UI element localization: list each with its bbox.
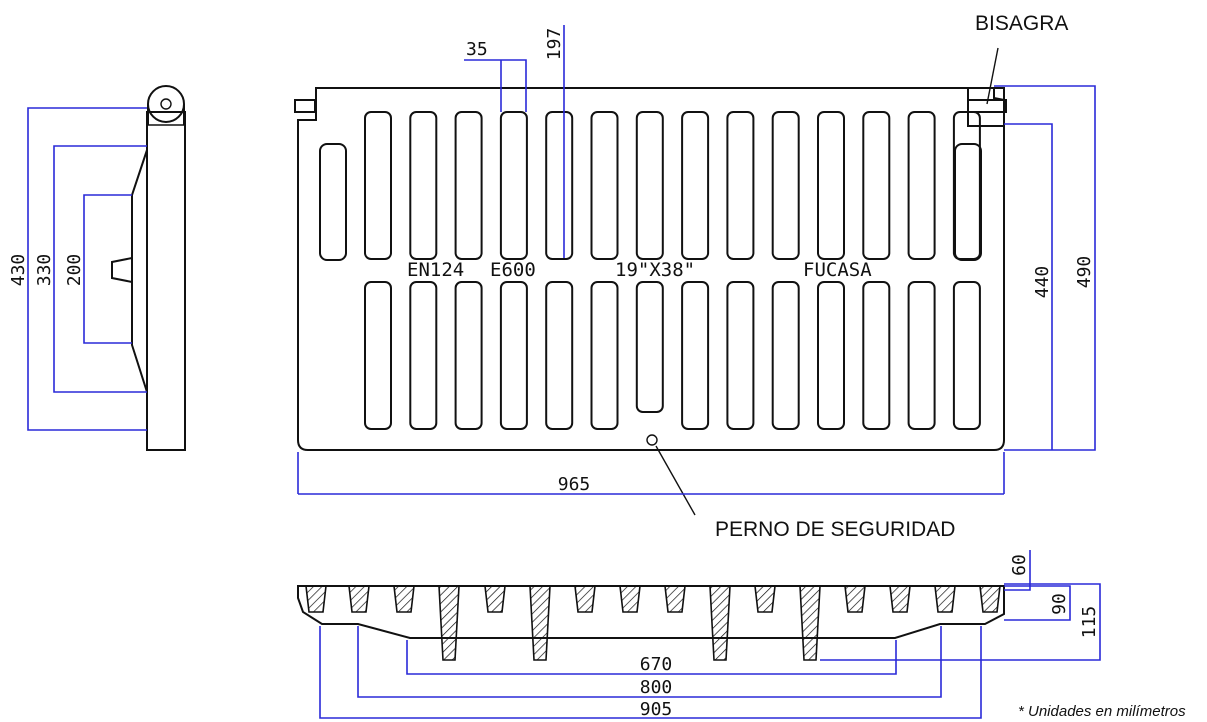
slot-bottom <box>862 281 891 430</box>
dim-197: 197 <box>544 28 565 61</box>
dim-670: 670 <box>640 654 673 675</box>
slot-bottom <box>726 281 755 430</box>
section-rib <box>979 585 1001 613</box>
dim-line-905 <box>319 626 982 719</box>
section-rib <box>619 585 641 613</box>
slot-bottom <box>409 281 438 430</box>
section-rib <box>529 585 551 661</box>
dim-line-115 <box>820 583 1101 661</box>
dim-965: 965 <box>558 474 591 495</box>
slot-bottom <box>907 281 936 430</box>
bolt-leader <box>655 445 696 516</box>
slot-top <box>635 111 664 260</box>
section-rib <box>844 585 866 613</box>
dim-line-430 <box>27 107 147 431</box>
dim-330: 330 <box>34 254 55 287</box>
slot-bottom <box>364 281 392 430</box>
side-web <box>131 149 148 393</box>
plan-view: EN124 E600 19"X38" FUCASA 965 490 440 35… <box>294 12 1096 541</box>
marking-size: 19"X38" <box>615 259 695 281</box>
marking-brand: FUCASA <box>803 259 872 281</box>
section-rib <box>754 585 776 613</box>
grate-outline <box>297 87 1005 451</box>
units-note: * Unidades en milímetros <box>1018 703 1186 720</box>
slot-top <box>907 111 936 260</box>
side-frame <box>146 111 186 451</box>
hinge-pin <box>160 98 172 110</box>
slot-top <box>545 111 574 260</box>
slot-bottom <box>771 281 800 430</box>
dim-line-90 <box>1004 585 1071 621</box>
section-rib <box>484 585 506 613</box>
dim-440: 440 <box>1032 266 1053 299</box>
end-slot-left <box>319 143 347 261</box>
slot-bottom <box>952 281 981 430</box>
label-hinge: BISAGRA <box>975 12 1068 35</box>
dim-905: 905 <box>640 699 673 720</box>
slot-top <box>817 111 845 260</box>
dim-line-800 <box>357 626 942 698</box>
dim-35: 35 <box>466 39 488 60</box>
slot-top <box>726 111 755 260</box>
section-view: 60 90 115 670 800 905 * Unidades en milí… <box>297 550 1186 720</box>
section-rib <box>664 585 686 613</box>
dim-line-490 <box>994 85 1096 451</box>
section-rib <box>438 585 460 661</box>
dim-115: 115 <box>1079 606 1100 639</box>
section-rib <box>348 585 370 613</box>
dim-430: 430 <box>8 254 29 287</box>
slot-bottom <box>681 281 710 430</box>
dim-line-330 <box>53 145 147 393</box>
slot-bottom <box>817 281 845 430</box>
side-view: 430 330 200 <box>8 85 186 451</box>
dim-490: 490 <box>1074 256 1095 289</box>
slots-top-row <box>364 111 981 260</box>
slot-bottom <box>635 281 664 413</box>
section-rib <box>393 585 415 613</box>
slot-top <box>409 111 438 260</box>
slots-bottom-row <box>364 281 981 430</box>
section-rib <box>574 585 596 613</box>
slot-bottom <box>590 281 619 430</box>
dim-800: 800 <box>640 677 673 698</box>
dim-line-60 <box>1004 550 1031 591</box>
slot-top <box>952 111 981 260</box>
slot-top <box>499 111 528 260</box>
section-rib <box>709 585 731 661</box>
dim-200: 200 <box>64 254 85 287</box>
marking-e600: E600 <box>490 259 536 281</box>
slot-top <box>364 111 392 260</box>
section-ribs <box>305 585 1001 661</box>
slot-top <box>454 111 483 260</box>
hinge-eye <box>147 85 185 123</box>
slot-bottom <box>454 281 483 430</box>
slot-bottom <box>545 281 574 430</box>
section-rib <box>305 585 327 613</box>
end-slot-right <box>954 143 982 261</box>
dim-line-440 <box>1004 123 1053 450</box>
dim-60: 60 <box>1009 554 1030 576</box>
slot-bottom <box>499 281 528 430</box>
safety-bolt <box>646 434 658 446</box>
section-rib <box>799 585 821 661</box>
slot-top <box>771 111 800 260</box>
section-rib <box>889 585 911 613</box>
dim-line-670 <box>406 640 897 675</box>
dim-line-200 <box>83 194 132 344</box>
marking-en124: EN124 <box>407 259 464 281</box>
label-safety-bolt: PERNO DE SEGURIDAD <box>715 518 955 541</box>
slot-top <box>862 111 891 260</box>
hinge-lug-left <box>294 99 316 113</box>
dim-90: 90 <box>1049 593 1070 615</box>
hinge-lug-right <box>967 87 1005 127</box>
section-outline <box>297 585 1005 639</box>
side-tab <box>111 257 133 283</box>
slot-top <box>681 111 710 260</box>
dim-line-35 <box>464 59 527 112</box>
hinge-leader <box>986 47 999 105</box>
section-rib <box>934 585 956 613</box>
slot-top <box>590 111 619 260</box>
